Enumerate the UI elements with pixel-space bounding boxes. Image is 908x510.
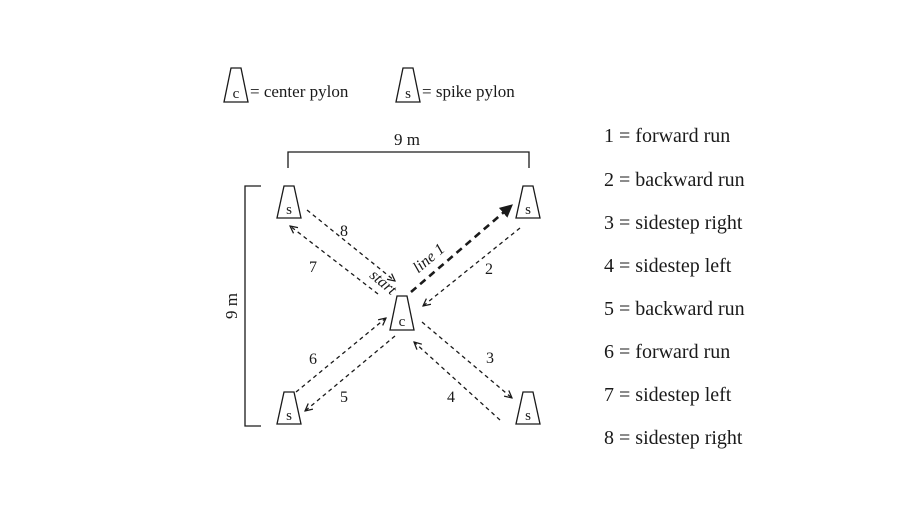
step-item: 7 = sidestep left <box>604 384 732 406</box>
legend: c = center pylon s = spike pylon <box>223 67 515 103</box>
pylon-bottom-left-letter: s <box>286 408 292 424</box>
step-item: 6 = forward run <box>604 341 730 363</box>
path-7-line <box>290 226 379 295</box>
path-number-2: 2 <box>485 261 493 278</box>
height-dimension-label: 9 m <box>222 293 241 319</box>
path-8-line <box>306 209 395 281</box>
step-item: 2 = backward run <box>604 169 745 191</box>
start-label: start <box>366 267 400 299</box>
path-number-8: 8 <box>340 223 348 240</box>
pylon-top-right-letter: s <box>525 202 531 218</box>
pylon-top-right: s <box>515 185 541 219</box>
path-number-7: 7 <box>309 259 317 276</box>
spike-pylon-legend-letter: s <box>405 86 411 102</box>
center-pylon-legend-icon: c <box>223 67 249 103</box>
pylon-center-letter: c <box>399 314 406 330</box>
path-number-4: 4 <box>447 389 455 406</box>
path-1-line-bold <box>410 204 513 293</box>
step-item: 8 = sidestep right <box>604 427 743 449</box>
step-item: 1 = forward run <box>604 125 730 147</box>
pylon-top-left: s <box>276 185 302 219</box>
path-5-line <box>305 335 396 411</box>
step-list: 1 = forward run 2 = backward run 3 = sid… <box>604 125 745 449</box>
path-2-line <box>423 227 521 306</box>
pylon-bottom-right: s <box>515 391 541 425</box>
pylon-bottom-right-letter: s <box>525 408 531 424</box>
step-item: 5 = backward run <box>604 298 745 320</box>
path-numbers: 2 3 4 5 6 7 8 <box>309 223 494 406</box>
movement-paths <box>290 204 521 421</box>
center-pylon-legend-label: = center pylon <box>250 82 349 101</box>
width-dimension-label: 9 m <box>394 130 420 149</box>
line-1-label: line 1 <box>410 240 449 276</box>
path-number-5: 5 <box>340 389 348 406</box>
width-dimension: 9 m <box>287 130 530 168</box>
height-dimension: 9 m <box>222 185 261 427</box>
pylon-top-left-letter: s <box>286 202 292 218</box>
pylon-bottom-left: s <box>276 391 302 425</box>
path-number-3: 3 <box>486 350 494 367</box>
pylon-center: c <box>389 295 415 331</box>
spike-pylon-legend-icon: s <box>395 67 421 103</box>
path-number-6: 6 <box>309 351 317 368</box>
step-item: 4 = sidestep left <box>604 255 732 277</box>
center-pylon-legend-letter: c <box>233 86 240 102</box>
path-3-line <box>421 321 512 398</box>
spike-pylon-legend-label: = spike pylon <box>422 82 515 101</box>
step-item: 3 = sidestep right <box>604 212 743 234</box>
